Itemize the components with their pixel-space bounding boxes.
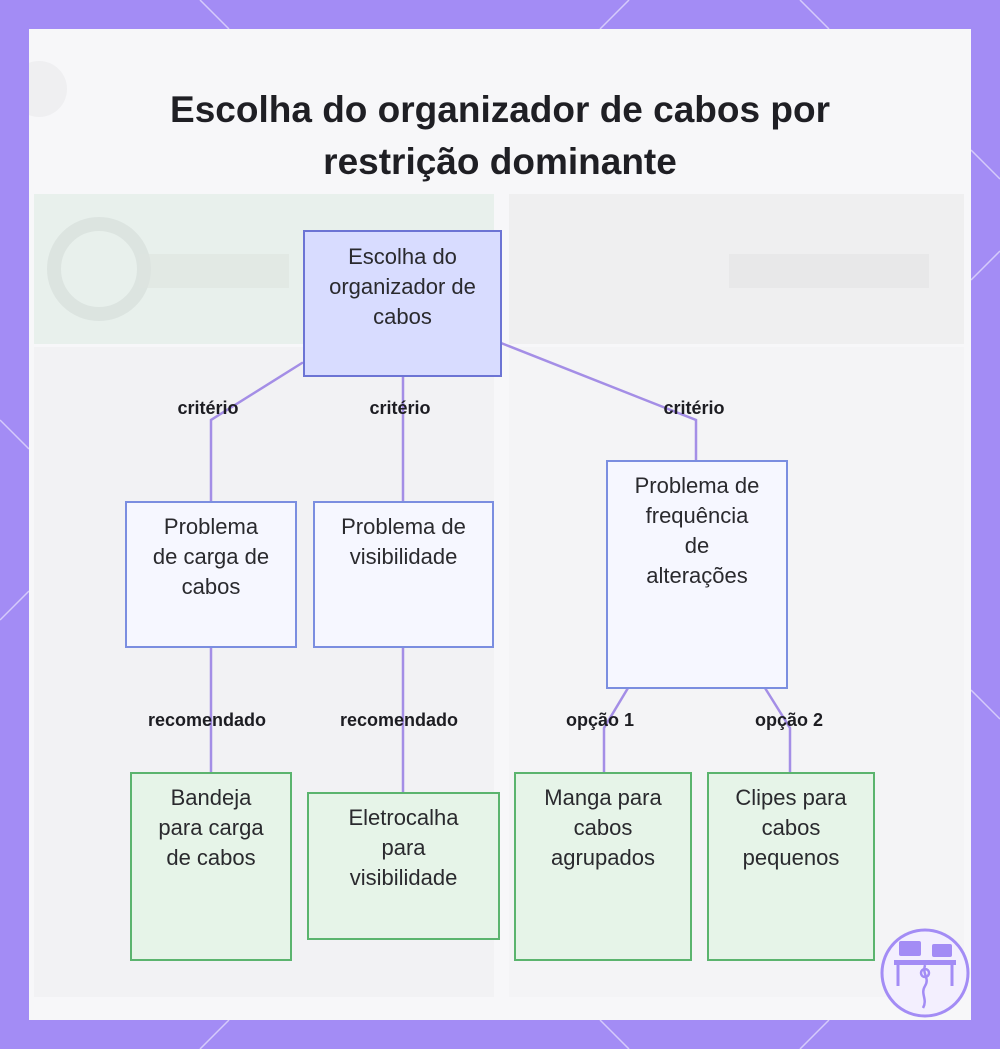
edge-label-recommended-2: recomendado [339,710,459,730]
criterion-node-frequency: Problema de frequência de alterações [606,460,788,689]
edge-root-to-load [209,361,304,503]
edge-label-criterion-3: critério [663,398,725,418]
recommendation-node-sleeve: Manga para cabos agrupados [514,772,692,961]
criterion-node-frequency-label: Problema de frequência de alterações [634,473,760,588]
edge-root-to-frequency [499,341,698,462]
edge-frequency-to-clips [763,686,792,774]
recommendation-node-sleeve-label: Manga para cabos agrupados [544,785,662,870]
recommendation-node-clips: Clipes para cabos pequenos [707,772,875,961]
diagram-title: Escolha do organizador de cabos por rest… [170,89,830,182]
edge-label-option-2: opção 2 [754,710,824,730]
edges [209,341,792,794]
recommendation-node-raceway-label: Eletrocalha para visibilidade [348,805,459,890]
edge-label-recommended-1: recomendado [147,710,267,730]
recommendation-node-raceway: Eletrocalha para visibilidade [307,792,500,940]
diagram-card: Escolha do organizador de cabos por rest… [29,29,971,1020]
criterion-node-visibility: Problema de visibilidade [313,501,494,648]
root-node-label: Escolha do organizador de cabos [329,244,476,329]
desk-cables-logo-icon [880,928,970,1018]
edge-label-criterion-2: critério [369,398,431,418]
recommendation-node-clips-label: Clipes para cabos pequenos [735,785,847,870]
recommendation-node-tray-label: Bandeja para carga de cabos [158,785,264,870]
recommendation-node-tray: Bandeja para carga de cabos [130,772,292,961]
edge-label-criterion-1: critério [177,398,239,418]
criterion-node-visibility-label: Problema de visibilidade [341,514,466,569]
edge-label-option-1: opção 1 [565,710,635,730]
criterion-node-load: Problema de carga de cabos [125,501,297,648]
criterion-node-load-label: Problema de carga de cabos [152,514,270,599]
root-node: Escolha do organizador de cabos [303,230,502,377]
edge-frequency-to-sleeve [602,686,630,774]
